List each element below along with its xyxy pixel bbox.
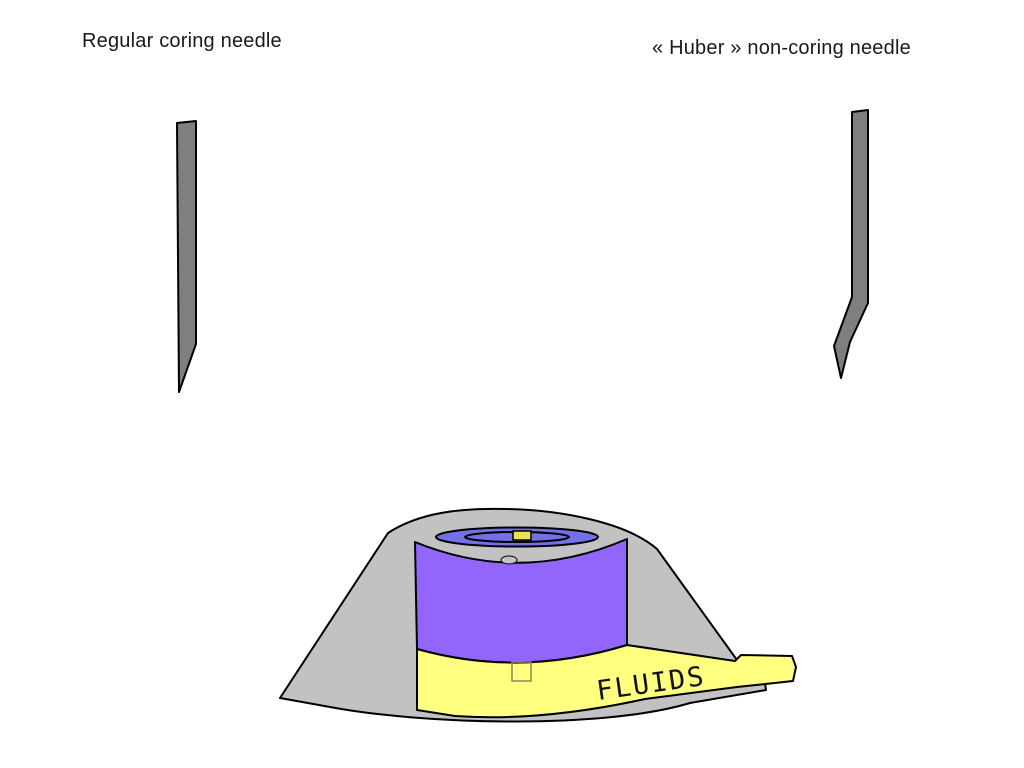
- left-needle-label: Regular coring needle: [82, 30, 282, 52]
- reservoir-square-detail: [511, 661, 532, 682]
- rim-notch-graphic: [500, 555, 518, 565]
- right-needle-label: « Huber » non-coring needle: [652, 37, 911, 59]
- regular-coring-needle-graphic: [176, 120, 197, 393]
- septum-plug-graphic: [512, 530, 532, 541]
- huber-needle-graphic: [833, 109, 869, 379]
